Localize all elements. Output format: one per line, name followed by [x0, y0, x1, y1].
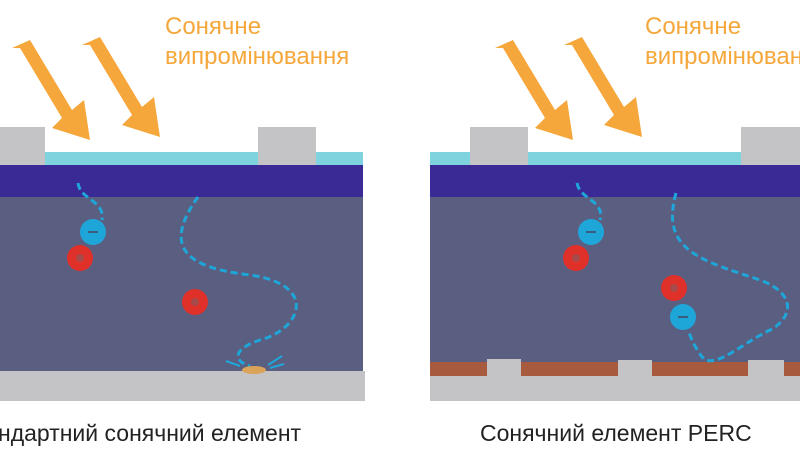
sunlight-arrow-icon [564, 37, 642, 137]
hole-icon [67, 245, 93, 271]
electron-path [670, 192, 789, 363]
local-contact [618, 360, 652, 376]
emitter-layer [0, 165, 363, 197]
front-contact [741, 127, 800, 165]
local-contact [487, 359, 521, 376]
rear-contact [430, 376, 800, 401]
sunlight-arrow-icon [12, 40, 90, 140]
electron-icon [80, 219, 106, 245]
electron-path [76, 182, 104, 221]
electron-icon [670, 304, 696, 330]
sunlight-label-line1: Сонячне [645, 13, 742, 40]
emitter-layer [430, 165, 800, 197]
standard-cell-caption: ндартний сонячний елемент [0, 420, 302, 446]
front-contact [470, 127, 528, 165]
sunlight-label-line2: випромінюванн [645, 43, 800, 70]
local-contact [748, 360, 784, 376]
base-layer [430, 197, 800, 363]
passivation-layer [430, 362, 800, 376]
standard-cell [0, 127, 365, 401]
sunlight-label-line2: випромінювання [165, 43, 350, 70]
electron-icon [578, 219, 604, 245]
sunlight-arrow-icon [82, 37, 160, 137]
perc-cell [430, 127, 800, 401]
hole-icon [661, 275, 687, 301]
sunlight-label: Сонячне випромінюванн [645, 12, 800, 72]
front-contact [0, 127, 45, 165]
sunlight-label-line1: Сонячне [165, 13, 262, 40]
electron-path [575, 182, 603, 221]
sunlight-arrow-icon [495, 40, 573, 140]
rear-contact [0, 371, 365, 401]
hole-icon [563, 245, 589, 271]
recombination-spark [225, 355, 285, 374]
front-contact [258, 127, 316, 165]
hole-icon [182, 289, 208, 315]
base-layer [0, 197, 363, 371]
perc-cell-caption: Сонячний елемент PERC [480, 420, 752, 446]
sunlight-label: Сонячне випромінювання [165, 12, 349, 72]
electron-path [179, 196, 298, 368]
